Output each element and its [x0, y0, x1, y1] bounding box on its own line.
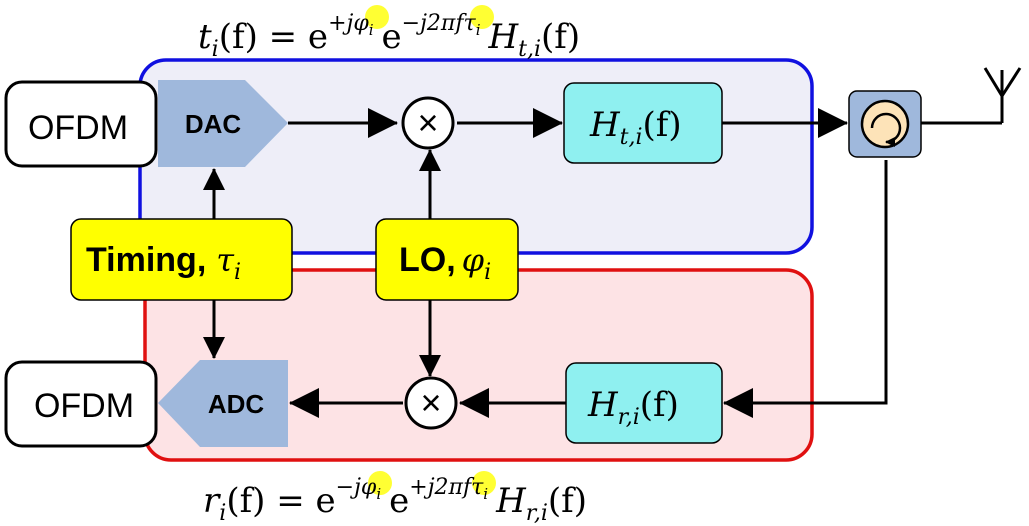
formula-r-exp1: jφ: [349, 475, 377, 500]
circulator: [848, 90, 922, 158]
ht-filter-block: [563, 82, 723, 164]
svg-text:Hr,i(f): Hr,i(f): [587, 385, 679, 430]
formula-r-arg: (f) = e: [226, 481, 335, 521]
highlight-plus-tx: [365, 5, 389, 29]
lo-symbol: φ: [462, 241, 485, 279]
ofdm-tx-block: [4, 80, 158, 168]
ht-filter-h: H: [589, 105, 621, 145]
tx-mixer: [401, 96, 455, 150]
formula-r-sign1: −: [336, 475, 354, 500]
ht-filter-arg: (f): [643, 105, 682, 145]
timing-block: [70, 218, 293, 301]
highlight-minus-rx: [368, 471, 392, 495]
svg-text:Timing,τi: Timing, τi: [86, 241, 241, 285]
formula-t-exp1-sub: i: [369, 21, 374, 39]
timing-sub: i: [234, 260, 241, 285]
formula-t-sub: i: [212, 37, 219, 62]
formula-r-sign2: +: [409, 475, 427, 500]
formula-t-sign1: +: [328, 11, 346, 36]
svg-text:LO,φi: LO,φi: [399, 241, 491, 285]
formula-t-sign2: −: [402, 11, 420, 36]
highlight-minus-tx: [470, 5, 494, 29]
circulator-arc-icon: [870, 112, 902, 147]
formula-r-exp2-sub: i: [483, 485, 488, 503]
formula-r-h: H: [495, 481, 527, 521]
timing-symbol: τ: [216, 241, 235, 279]
formula-t-h-arg: (f): [541, 17, 580, 57]
timing-label: Timing,: [86, 241, 206, 279]
formula-t-mid: e: [382, 17, 402, 57]
dac-block: [158, 80, 288, 167]
formula-r-exp2: j2πfτ: [423, 475, 484, 500]
ht-filter-sub: t,i: [620, 125, 643, 150]
lo-block: [375, 218, 519, 301]
dac-label: DAC: [185, 109, 242, 139]
adc-block: [158, 360, 288, 447]
formula-r-h-arg: (f): [548, 481, 587, 521]
formula-t-exp2-sub: i: [476, 21, 481, 39]
formula-t-h: H: [488, 17, 520, 57]
formula-r-h-sub: r,i: [526, 501, 548, 526]
formula-t-exp2: j2πfτ: [415, 11, 476, 36]
formula-r: r: [203, 481, 221, 521]
ofdm-tx-label: OFDM: [28, 109, 128, 147]
highlight-plus-rx: [472, 471, 496, 495]
tx-mixer-symbol: ×: [417, 102, 438, 143]
hr-filter-h: H: [587, 385, 619, 425]
formula-t-h-sub: t,i: [518, 37, 541, 62]
adc-label: ADC: [208, 389, 265, 419]
lo-label: LO,: [399, 241, 456, 279]
antenna-icon: [921, 67, 1022, 125]
lo-sub: i: [484, 260, 491, 285]
formula-t-exp1: jφ: [342, 11, 370, 36]
hr-filter-arg: (f): [640, 385, 679, 425]
formula-r-sub: i: [219, 501, 226, 526]
ofdm-rx-label: OFDM: [34, 387, 134, 425]
hr-filter-sub: r,i: [618, 405, 640, 430]
formula-t: t: [198, 17, 212, 57]
rx-mixer-symbol: ×: [420, 382, 441, 423]
circulator-to-hr-line: [723, 160, 888, 418]
formula-r-mid: e: [389, 481, 409, 521]
svg-text:Ht,i(f): Ht,i(f): [589, 105, 682, 150]
circulator-disc: [860, 99, 910, 149]
formula-r-exp1-sub: i: [376, 485, 381, 503]
ofdm-rx-block: [4, 360, 158, 448]
formula-t-arg: (f) = e: [219, 17, 328, 57]
rx-mixer: [404, 376, 458, 430]
